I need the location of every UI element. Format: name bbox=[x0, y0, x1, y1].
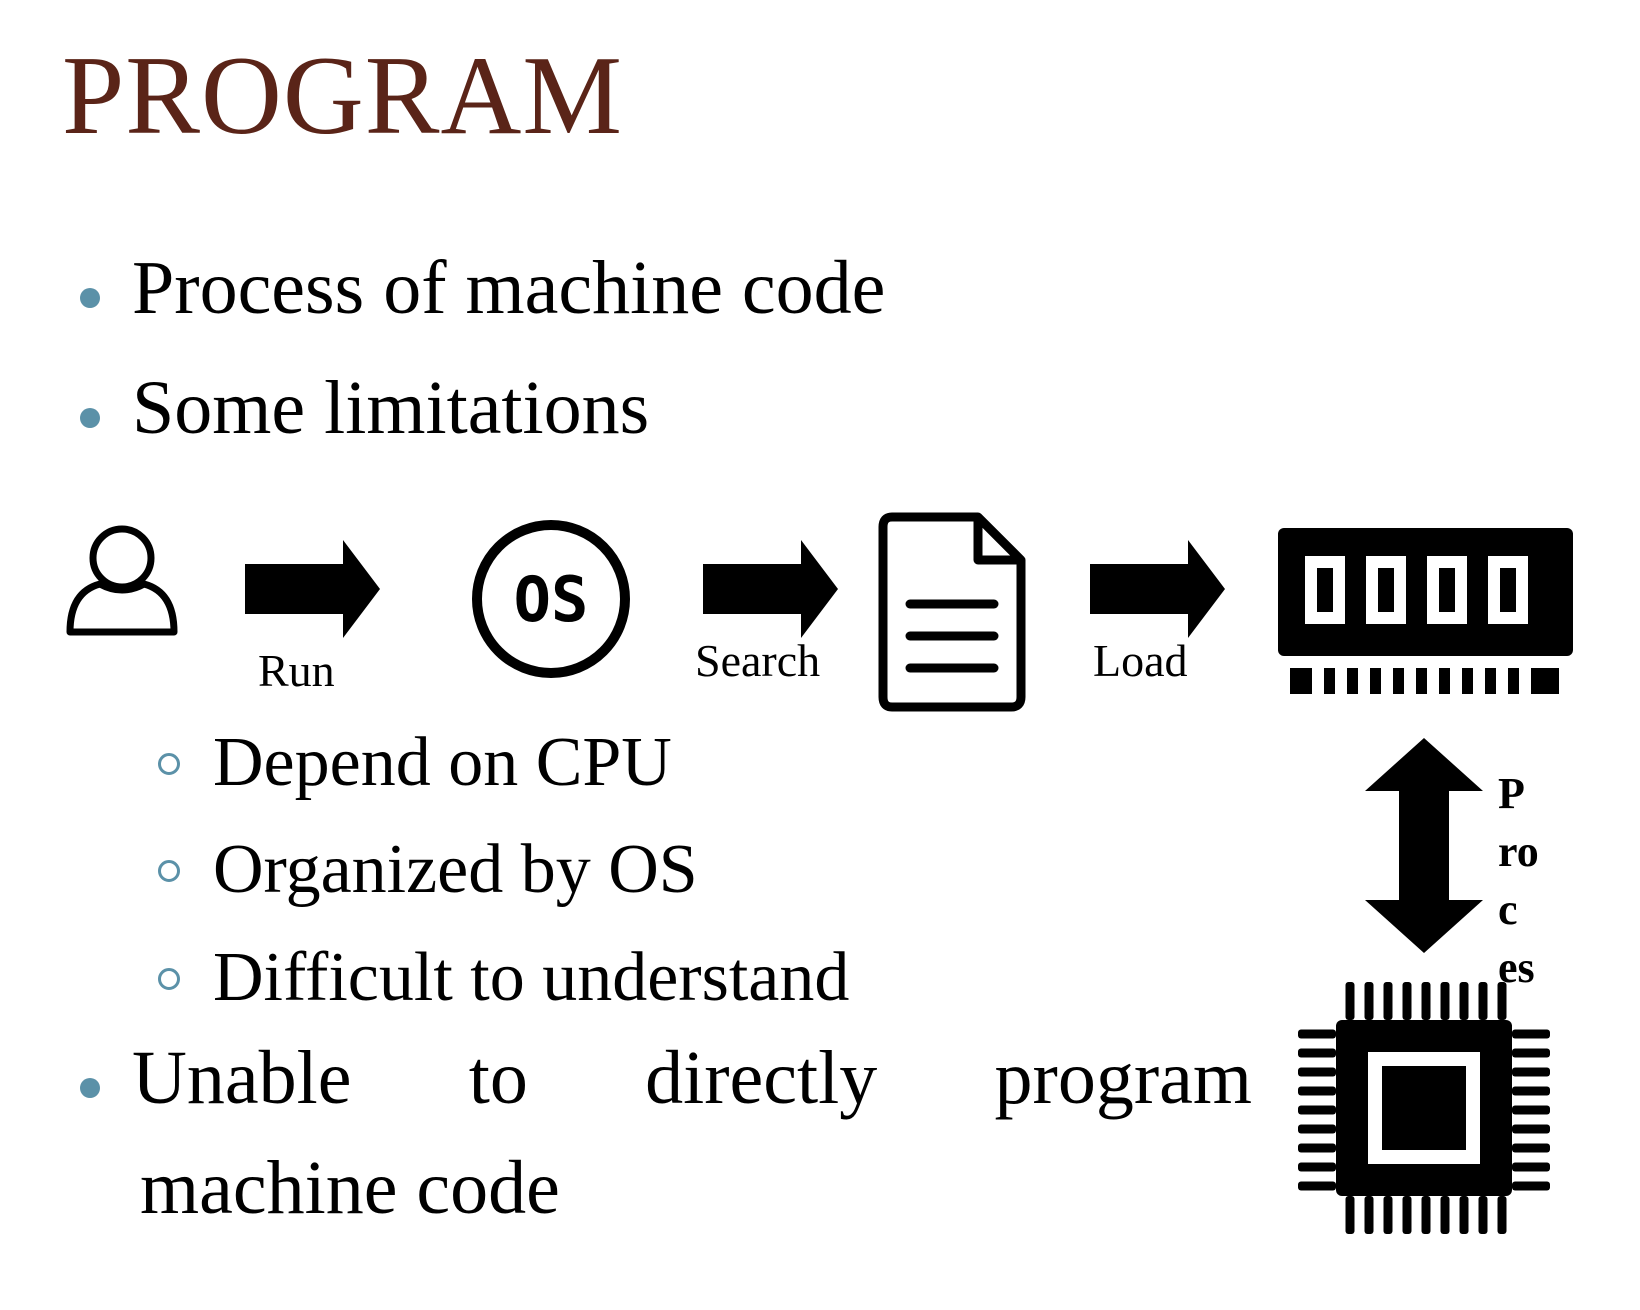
bullet-dot-icon bbox=[80, 408, 100, 428]
cpu-pin bbox=[1402, 982, 1412, 1020]
cpu-pin bbox=[1478, 982, 1488, 1020]
cpu-pin bbox=[1298, 1105, 1336, 1115]
bullet-dot-icon bbox=[80, 1078, 100, 1098]
cpu-pin bbox=[1440, 982, 1450, 1020]
cpu-pin bbox=[1512, 1048, 1550, 1058]
bullet-text-justified-line: Unable to directly program bbox=[132, 1040, 1252, 1116]
slide-title: PROGRAM bbox=[62, 34, 623, 158]
cpu-pin bbox=[1298, 1067, 1336, 1077]
os-icon-text: OS bbox=[514, 563, 589, 636]
cpu-pin bbox=[1402, 1196, 1412, 1234]
cpu-pin bbox=[1364, 1196, 1374, 1234]
bullet-word: program bbox=[994, 1036, 1252, 1120]
cpu-pin bbox=[1459, 982, 1469, 1020]
double-arrow-vertical-icon bbox=[1365, 738, 1483, 953]
bullet-text: Some limitations bbox=[132, 366, 650, 450]
cpu-pin bbox=[1512, 1181, 1550, 1191]
bullet-word: to bbox=[468, 1036, 528, 1120]
cpu-pin bbox=[1298, 1086, 1336, 1096]
cpu-pin bbox=[1298, 1124, 1336, 1134]
cpu-pin bbox=[1298, 1048, 1336, 1058]
cpu-pin bbox=[1298, 1181, 1336, 1191]
cpu-pin bbox=[1383, 982, 1393, 1020]
cpu-chip-icon bbox=[1298, 982, 1550, 1234]
arrow-right-icon bbox=[1090, 540, 1225, 638]
process-label-line: ro bbox=[1498, 827, 1539, 876]
user-icon bbox=[66, 525, 178, 636]
bullet-dot-icon bbox=[80, 288, 100, 308]
load-label: Load bbox=[1093, 635, 1188, 686]
arrow-right-icon bbox=[703, 540, 838, 638]
document-icon bbox=[878, 512, 1026, 712]
run-label: Run bbox=[258, 645, 335, 696]
cpu-pin bbox=[1421, 982, 1431, 1020]
process-label-line: P bbox=[1498, 769, 1525, 818]
cpu-pin bbox=[1345, 1196, 1355, 1234]
cpu-pin bbox=[1364, 982, 1374, 1020]
cpu-pin bbox=[1440, 1196, 1450, 1234]
cpu-pin bbox=[1512, 1029, 1550, 1039]
arrow-right-icon bbox=[245, 540, 380, 638]
memory-ram-icon bbox=[1278, 528, 1573, 694]
bullet-word: directly bbox=[645, 1036, 878, 1120]
bullet-text-continuation: machine code bbox=[140, 1146, 560, 1230]
cpu-pin bbox=[1497, 1196, 1507, 1234]
sub-bullet-circle-icon bbox=[158, 968, 180, 990]
sub-bullet-text: Organized by OS bbox=[213, 831, 698, 908]
bullet-text: Process of machine code bbox=[132, 246, 886, 330]
cpu-pin bbox=[1298, 1143, 1336, 1153]
cpu-pin bbox=[1512, 1143, 1550, 1153]
cpu-pin bbox=[1512, 1067, 1550, 1077]
cpu-pin bbox=[1512, 1124, 1550, 1134]
cpu-pin bbox=[1512, 1162, 1550, 1172]
sub-bullet-circle-icon bbox=[158, 860, 180, 882]
cpu-pin bbox=[1478, 1196, 1488, 1234]
sub-bullet-text: Difficult to understand bbox=[213, 939, 850, 1016]
os-icon: OS bbox=[472, 520, 630, 678]
cpu-pin bbox=[1421, 1196, 1431, 1234]
sub-bullet-circle-icon bbox=[158, 753, 180, 775]
cpu-pin bbox=[1298, 1029, 1336, 1039]
process-vertical-label: P ro c es bbox=[1498, 765, 1539, 997]
cpu-pin bbox=[1497, 982, 1507, 1020]
process-label-line: c bbox=[1498, 885, 1518, 934]
cpu-pin bbox=[1345, 982, 1355, 1020]
sub-bullet-text: Depend on CPU bbox=[213, 724, 672, 801]
bullet-word: Unable bbox=[132, 1036, 352, 1120]
cpu-pin bbox=[1512, 1086, 1550, 1096]
cpu-pin bbox=[1459, 1196, 1469, 1234]
cpu-pin bbox=[1298, 1162, 1336, 1172]
cpu-pin bbox=[1512, 1105, 1550, 1115]
search-label: Search bbox=[695, 635, 821, 686]
cpu-pin bbox=[1383, 1196, 1393, 1234]
